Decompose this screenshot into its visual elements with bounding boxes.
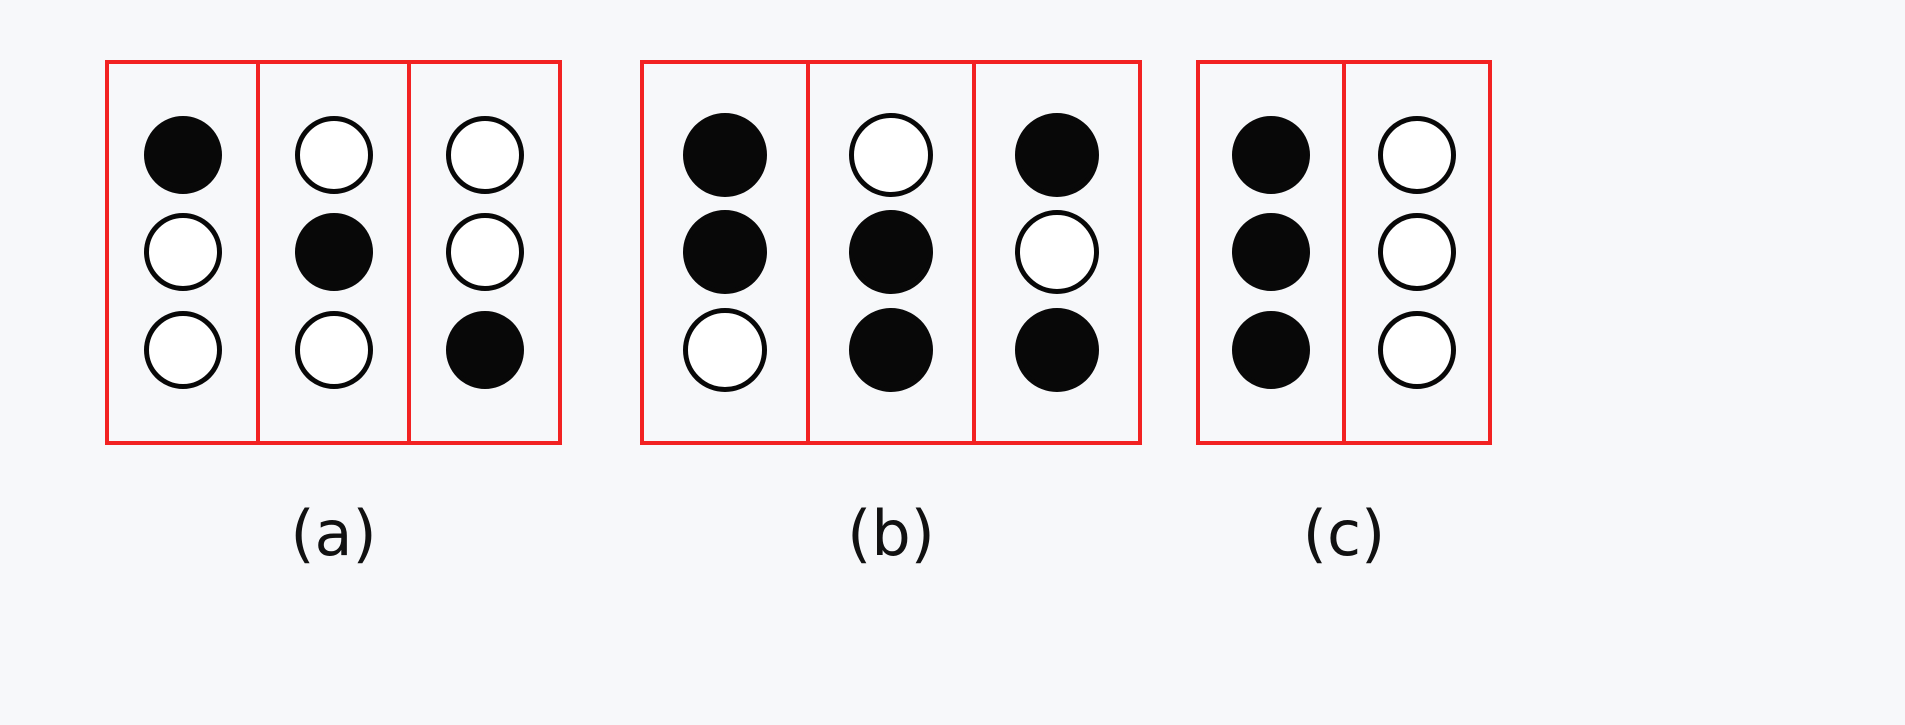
disc-b-1-2 <box>683 210 767 295</box>
disc-b-3-3 <box>1015 308 1099 393</box>
panel-b-column-1 <box>640 60 810 445</box>
disc-b-3-2 <box>1015 210 1099 295</box>
panel-a-columns <box>105 60 562 445</box>
panel-a-column-2 <box>256 60 411 445</box>
disc-a-1-1 <box>143 115 222 194</box>
disc-a-3-2 <box>445 213 524 292</box>
disc-a-1-2 <box>143 213 222 292</box>
panel-b-column-3 <box>972 60 1142 445</box>
disc-b-2-1 <box>849 112 933 197</box>
panel-a-column-3 <box>407 60 562 445</box>
disc-c-2-3 <box>1378 311 1456 390</box>
disc-b-1-3 <box>683 308 767 393</box>
panel-a-label: (a) <box>290 497 377 570</box>
disc-a-2-2 <box>294 213 373 292</box>
disc-a-2-3 <box>294 311 373 390</box>
disc-b-1-1 <box>683 112 767 197</box>
disc-c-2-2 <box>1378 213 1456 292</box>
disc-b-2-3 <box>849 308 933 393</box>
disc-c-1-1 <box>1232 115 1310 194</box>
disc-b-3-1 <box>1015 112 1099 197</box>
disc-c-1-2 <box>1232 213 1310 292</box>
panel-b-columns <box>640 60 1142 445</box>
disc-a-3-3 <box>445 311 524 390</box>
disc-a-3-1 <box>445 115 524 194</box>
panel-c-column-2 <box>1342 60 1492 445</box>
panel-c-label: (c) <box>1302 497 1386 570</box>
panel-c: (c) <box>1196 60 1492 565</box>
panel-c-columns <box>1196 60 1492 445</box>
panel-a-column-1 <box>105 60 260 445</box>
disc-c-1-3 <box>1232 311 1310 390</box>
panel-a: (a) <box>105 60 562 565</box>
panel-b-label: (b) <box>847 497 935 570</box>
panel-c-column-1 <box>1196 60 1346 445</box>
disc-a-1-3 <box>143 311 222 390</box>
disc-b-2-2 <box>849 210 933 295</box>
disc-a-2-1 <box>294 115 373 194</box>
panel-b-column-2 <box>806 60 976 445</box>
disc-c-2-1 <box>1378 115 1456 194</box>
panel-b: (b) <box>640 60 1142 565</box>
